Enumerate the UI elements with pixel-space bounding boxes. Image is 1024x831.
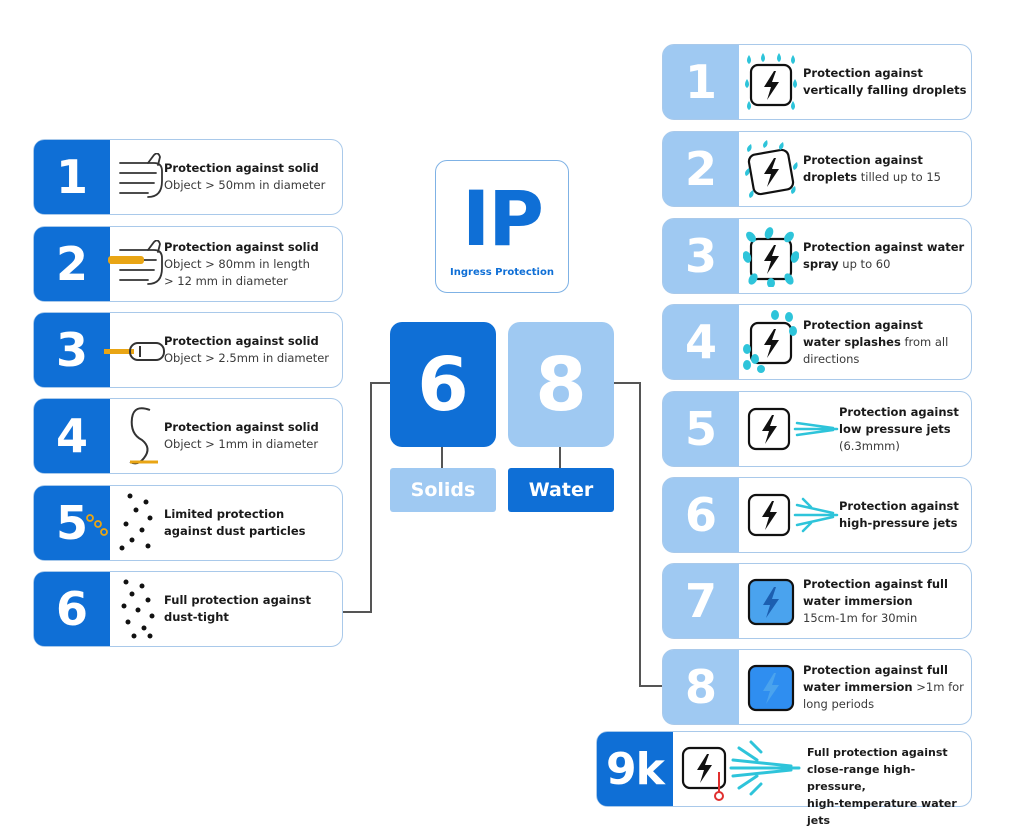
water-line-6-1: high-pressure jets — [839, 516, 958, 530]
solid-card-3: 3 Protection against solid Object > 2.5m… — [33, 312, 343, 388]
water-line-4-0: Protection against — [803, 318, 923, 332]
ip-code: IP — [462, 174, 544, 263]
solid-card-4: 4 Protection against solid Object > 1mm … — [33, 398, 343, 474]
water-label: Water — [528, 479, 594, 501]
water-number-6: 6 — [684, 488, 717, 542]
water-line-7-1: water immersion — [803, 594, 913, 608]
water-line-9k-2: high-temperature water jets — [807, 797, 957, 827]
water-connector — [614, 382, 662, 687]
water-line-7-2: 15cm-1m for 30min — [803, 611, 918, 625]
water-card-7: 7 Protection against full water immersio… — [662, 563, 972, 639]
water-line-5-1: low pressure jets — [839, 422, 951, 436]
water-line-7-0: Protection against full — [803, 577, 948, 591]
solid-title-4: Protection against solid — [164, 420, 319, 434]
water-number-5: 5 — [684, 402, 717, 456]
hand-icon — [119, 153, 163, 198]
water-card-8: 8 Protection against full water immersio… — [662, 649, 972, 725]
solids-digit-box: 6 — [390, 322, 496, 447]
water-number-9k: 9k — [606, 743, 665, 795]
water-splash-icon — [743, 310, 797, 373]
solid-detail-2a: Object > 80mm in length — [164, 257, 310, 271]
water-number-4: 4 — [684, 315, 717, 369]
solid-number-4: 4 — [55, 409, 88, 463]
ip-card: IP Ingress Protection — [435, 160, 569, 293]
dust-particles-icon — [86, 493, 153, 551]
ip-subtitle: Ingress Protection — [450, 267, 554, 278]
solid-number-6: 6 — [55, 582, 88, 636]
immersion-icon — [747, 578, 795, 626]
solid-title-1: Protection against solid — [164, 161, 319, 175]
water-card-3: 3 Protection against water spray up to 6… — [662, 218, 972, 294]
solid-number-2: 2 — [55, 237, 88, 291]
water-card-1: 1 Protection against vertically falling … — [662, 44, 972, 120]
solid-number-3: 3 — [55, 323, 88, 377]
water-number-2: 2 — [684, 142, 717, 196]
water-line-1-0: Protection against — [803, 66, 923, 80]
solid-detail-5a: against dust particles — [164, 524, 306, 538]
solid-title-6: Full protection against — [164, 593, 312, 607]
water-card-6: 6 Protection against high-pressure jets — [662, 477, 972, 553]
solid-title-3: Protection against solid — [164, 334, 319, 348]
solid-card-1: 1 Protection against solid Object > 50mm… — [33, 139, 343, 215]
water-card-9k: 9k Full protection against close-range h… — [596, 731, 972, 827]
water-line-3-0: Protection against water — [803, 240, 965, 254]
solid-card-2: 2 Protection against solid Object > 80mm… — [33, 226, 343, 302]
tilted-droplets-icon — [745, 140, 798, 198]
high-temp-jet-icon — [681, 740, 801, 801]
water-line-4-1: water splashes from all — [803, 335, 949, 349]
wire-icon — [129, 407, 158, 465]
hand-with-object-icon — [108, 240, 163, 285]
water-number-1: 1 — [684, 55, 717, 109]
solid-detail-1a: Object > 50mm in diameter — [164, 178, 326, 192]
water-line-2-0: Protection against — [803, 153, 923, 167]
water-line-8-1: water immersion >1m for — [803, 680, 964, 694]
solid-title-2: Protection against solid — [164, 240, 319, 254]
water-number-3: 3 — [684, 229, 717, 283]
solid-card-6: 6 Full protection against dust-tight — [33, 571, 343, 647]
solid-detail-3a: Object > 2.5mm in diameter — [164, 351, 330, 365]
water-card-2: 2 Protection against droplets tilled up … — [662, 131, 972, 207]
water-line-1-1: vertically falling droplets — [803, 83, 967, 97]
water-card-4: 4 Protection against water splashes from… — [662, 304, 972, 380]
solids-connector — [343, 382, 390, 613]
water-spray-icon — [743, 227, 799, 287]
water-line-5-2: (6.3mmm) — [839, 439, 900, 453]
solids-label: Solids — [410, 479, 476, 501]
solid-detail-2b: > 12 mm in diameter — [164, 274, 288, 288]
water-line-6-0: Protection against — [839, 499, 959, 513]
water-digit-box: 8 — [508, 322, 614, 447]
water-digit: 8 — [535, 341, 587, 428]
solids-label-box: Solids — [390, 468, 496, 512]
solid-number-1: 1 — [55, 150, 88, 204]
water-label-box: Water — [508, 468, 614, 512]
solid-number-5: 5 — [55, 496, 88, 550]
high-pressure-jet-icon — [747, 493, 839, 537]
screwdriver-icon — [104, 342, 165, 361]
solids-digit: 6 — [417, 341, 469, 428]
water-line-4-2: directions — [803, 352, 860, 366]
solid-title-5: Limited protection — [164, 507, 285, 521]
water-card-5: 5 Protection against low pressure jets (… — [662, 391, 972, 467]
dust-tight-icon — [121, 579, 155, 639]
water-number-8: 8 — [684, 660, 717, 714]
water-line-8-2: long periods — [803, 697, 875, 711]
water-line-9k-0: Full protection against — [807, 746, 948, 759]
water-line-8-0: Protection against full — [803, 663, 948, 677]
solid-detail-4a: Object > 1mm in diameter — [164, 437, 319, 451]
low-pressure-jet-icon — [747, 407, 839, 451]
vertical-droplets-icon — [745, 53, 797, 110]
water-number-7: 7 — [684, 574, 717, 628]
solid-card-5: 5 Limited protection against dust partic… — [33, 485, 343, 561]
water-line-3-1: spray up to 60 — [803, 257, 891, 271]
water-line-9k-1: close-range high-pressure, — [807, 763, 916, 793]
solid-detail-6a: dust-tight — [164, 610, 229, 624]
water-line-2-1: droplets tilled up to 15 — [803, 170, 941, 184]
long-immersion-icon — [747, 664, 795, 712]
water-line-5-0: Protection against — [839, 405, 959, 419]
